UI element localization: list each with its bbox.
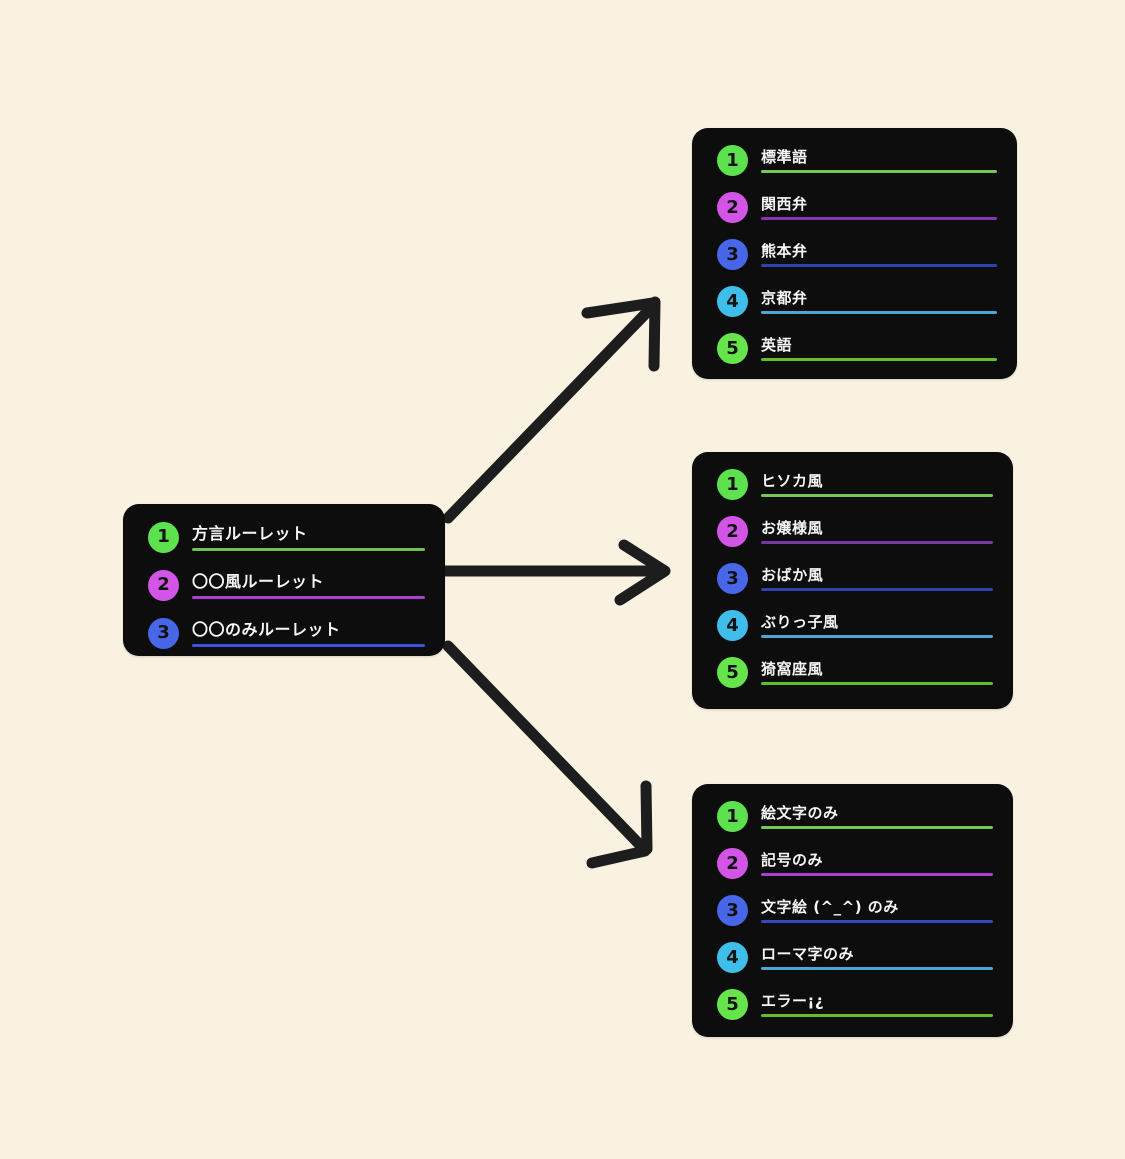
dialect-options-card: 1 標準語 2 関西弁 3 熊本弁 4 京都弁 <box>692 128 1017 379</box>
item-underline <box>761 920 993 924</box>
item-number-badge: 4 <box>717 610 748 641</box>
item-label: 猗窩座風 <box>761 659 824 678</box>
item-label: 標準語 <box>761 147 808 166</box>
item-body: ローマ字のみ <box>761 945 993 971</box>
item-underline <box>761 873 993 877</box>
item-label: 絵文字のみ <box>761 803 839 822</box>
item-number-badge: 3 <box>717 563 748 594</box>
item-underline <box>761 1014 993 1018</box>
list-item[interactable]: 1 絵文字のみ <box>717 793 993 840</box>
item-underline <box>761 494 993 498</box>
item-label: お嬢様風 <box>761 518 824 537</box>
arrow-to-dialects <box>442 296 661 524</box>
item-number-badge: 1 <box>717 801 748 832</box>
item-label: 〇〇のみルーレット <box>192 619 341 639</box>
item-label: エラー¡¿ <box>761 991 825 1010</box>
item-body: 〇〇のみルーレット <box>192 620 425 647</box>
item-number-badge: 2 <box>148 569 179 601</box>
item-label: 英語 <box>761 335 793 354</box>
item-body: おばか風 <box>761 566 993 592</box>
item-underline <box>192 547 425 551</box>
item-number-badge: 3 <box>717 895 748 926</box>
item-number-badge: 1 <box>717 469 748 500</box>
item-number-badge: 4 <box>717 942 748 973</box>
style-options-card: 1 ヒソカ風 2 お嬢様風 3 おばか風 4 ぶりっ子風 <box>692 452 1013 709</box>
list-item[interactable]: 3 文字絵 (^_^) のみ <box>717 887 993 934</box>
list-item[interactable]: 1 標準語 <box>717 137 997 184</box>
item-number-badge: 4 <box>717 286 748 317</box>
list-item[interactable]: 2 お嬢様風 <box>717 508 993 555</box>
item-label: 熊本弁 <box>761 241 808 260</box>
item-underline <box>761 358 997 362</box>
item-underline <box>192 643 425 647</box>
item-body: ヒソカ風 <box>761 472 993 498</box>
item-body: 標準語 <box>761 148 997 174</box>
item-label: 記号のみ <box>761 850 824 869</box>
item-number-badge: 2 <box>717 516 748 547</box>
list-item[interactable]: 3 おばか風 <box>717 555 993 602</box>
list-item[interactable]: 2 記号のみ <box>717 840 993 887</box>
list-item[interactable]: 4 ローマ字のみ <box>717 934 993 981</box>
arrow-to-only <box>442 640 653 869</box>
item-label: 方言ルーレット <box>192 523 308 543</box>
item-number-badge: 1 <box>717 145 748 176</box>
item-underline <box>761 826 993 830</box>
item-body: 京都弁 <box>761 289 997 315</box>
item-body: 関西弁 <box>761 195 997 221</box>
item-underline <box>761 588 993 592</box>
item-underline <box>761 311 997 315</box>
item-body: 絵文字のみ <box>761 804 993 830</box>
item-underline <box>761 967 993 971</box>
item-label: 文字絵 (^_^) のみ <box>761 897 899 916</box>
item-number-badge: 5 <box>717 989 748 1020</box>
item-underline <box>761 217 997 221</box>
item-underline <box>761 264 997 268</box>
item-underline <box>761 541 993 545</box>
item-number-badge: 3 <box>717 239 748 270</box>
item-label: 京都弁 <box>761 288 808 307</box>
list-item[interactable]: 4 京都弁 <box>717 278 997 325</box>
item-number-badge: 1 <box>148 521 179 553</box>
item-number-badge: 2 <box>717 192 748 223</box>
list-item[interactable]: 4 ぶりっ子風 <box>717 602 993 649</box>
item-label: おばか風 <box>761 565 824 584</box>
list-item[interactable]: 3 〇〇のみルーレット <box>148 609 425 657</box>
list-item[interactable]: 2 〇〇風ルーレット <box>148 561 425 609</box>
list-item[interactable]: 2 関西弁 <box>717 184 997 231</box>
item-number-badge: 5 <box>717 333 748 364</box>
item-body: お嬢様風 <box>761 519 993 545</box>
item-number-badge: 5 <box>717 657 748 688</box>
list-item[interactable]: 5 猗窩座風 <box>717 649 993 696</box>
item-body: 文字絵 (^_^) のみ <box>761 898 993 924</box>
item-body: 方言ルーレット <box>192 524 425 551</box>
item-body: 〇〇風ルーレット <box>192 572 425 599</box>
item-body: 熊本弁 <box>761 242 997 268</box>
item-body: 英語 <box>761 336 997 362</box>
item-number-badge: 3 <box>148 617 179 649</box>
item-label: 関西弁 <box>761 194 808 213</box>
only-options-card: 1 絵文字のみ 2 記号のみ 3 文字絵 (^_^) のみ 4 ローマ字のみ <box>692 784 1013 1037</box>
roulette-menu-card: 1 方言ルーレット 2 〇〇風ルーレット 3 〇〇のみルーレット <box>123 504 445 656</box>
item-label: ぶりっ子風 <box>761 612 839 631</box>
list-item[interactable]: 5 エラー¡¿ <box>717 981 993 1028</box>
item-label: 〇〇風ルーレット <box>192 571 325 591</box>
list-item[interactable]: 3 熊本弁 <box>717 231 997 278</box>
item-body: 猗窩座風 <box>761 660 993 686</box>
list-item[interactable]: 1 方言ルーレット <box>148 513 425 561</box>
item-underline <box>192 595 425 599</box>
arrow-to-styles <box>440 539 671 606</box>
item-underline <box>761 635 993 639</box>
item-label: ヒソカ風 <box>761 471 824 490</box>
item-number-badge: 2 <box>717 848 748 879</box>
item-body: ぶりっ子風 <box>761 613 993 639</box>
item-underline <box>761 170 997 174</box>
item-body: エラー¡¿ <box>761 992 993 1018</box>
item-underline <box>761 682 993 686</box>
list-item[interactable]: 5 英語 <box>717 325 997 372</box>
list-item[interactable]: 1 ヒソカ風 <box>717 461 993 508</box>
item-body: 記号のみ <box>761 851 993 877</box>
item-label: ローマ字のみ <box>761 944 855 963</box>
